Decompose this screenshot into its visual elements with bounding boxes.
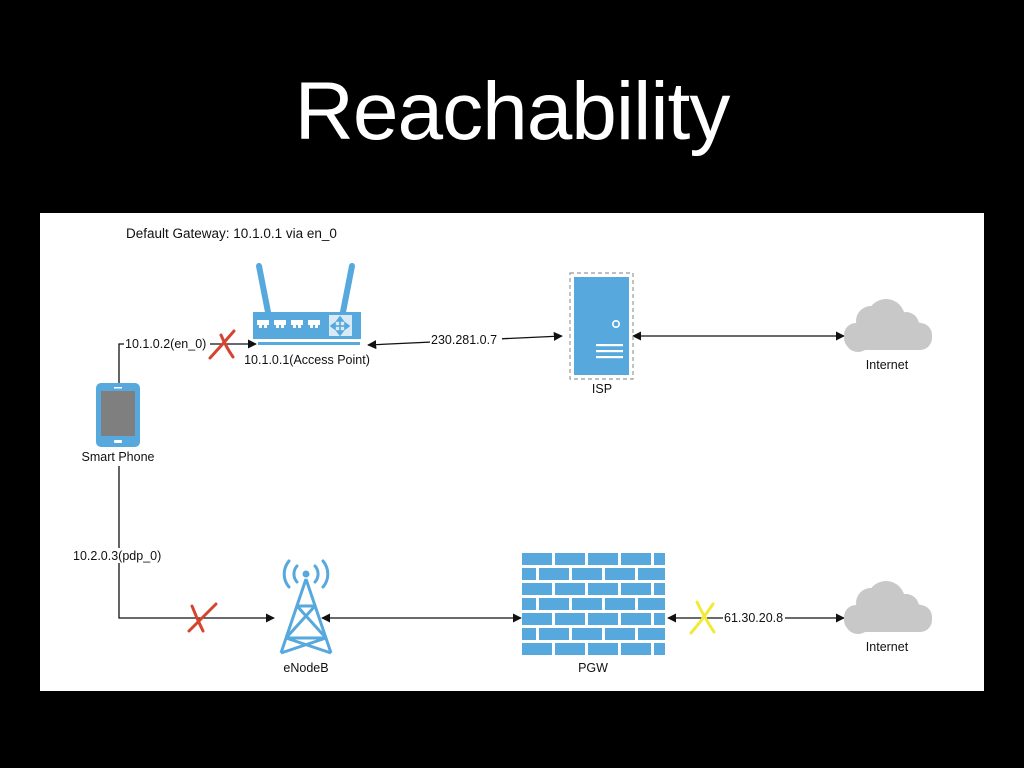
cloud-icon-top — [844, 299, 932, 352]
link-phone-to-enodeb — [118, 466, 275, 623]
access-point-label: 10.1.0.1(Access Point) — [244, 353, 370, 367]
network-diagram-svg: Default Gateway: 10.1.0.1 via en_0 10.1.… — [72, 226, 932, 675]
link-label-isp-ip: 230.281.0.7 — [431, 333, 497, 347]
x-mark-pgw-icon — [689, 600, 716, 635]
link-phone-to-ap — [118, 339, 257, 383]
internet-top-label: Internet — [866, 358, 909, 372]
cloud-icon-bottom — [844, 581, 932, 634]
link-label-pgw-ip: 61.30.20.8 — [724, 611, 783, 625]
x-mark-wifi-icon — [208, 329, 236, 360]
server-icon — [569, 272, 634, 380]
isp-label: ISP — [592, 382, 612, 396]
enodeb-label: eNodeB — [283, 661, 328, 675]
x-mark-cellular-icon — [187, 602, 218, 633]
default-gateway-text: Default Gateway: 10.1.0.1 via en_0 — [126, 226, 337, 241]
firewall-icon — [522, 553, 665, 655]
link-label-pdp0: 10.2.0.3(pdp_0) — [73, 549, 161, 563]
router-icon — [253, 263, 361, 345]
cell-tower-icon — [279, 559, 333, 655]
network-diagram: Default Gateway: 10.1.0.1 via en_0 10.1.… — [40, 213, 984, 691]
pgw-label: PGW — [578, 661, 608, 675]
slide-title: Reachability — [294, 66, 731, 157]
smartphone-icon — [96, 383, 140, 447]
phone-label: Smart Phone — [82, 450, 155, 464]
internet-bottom-label: Internet — [866, 640, 909, 654]
link-label-en0: 10.1.0.2(en_0) — [125, 337, 206, 351]
